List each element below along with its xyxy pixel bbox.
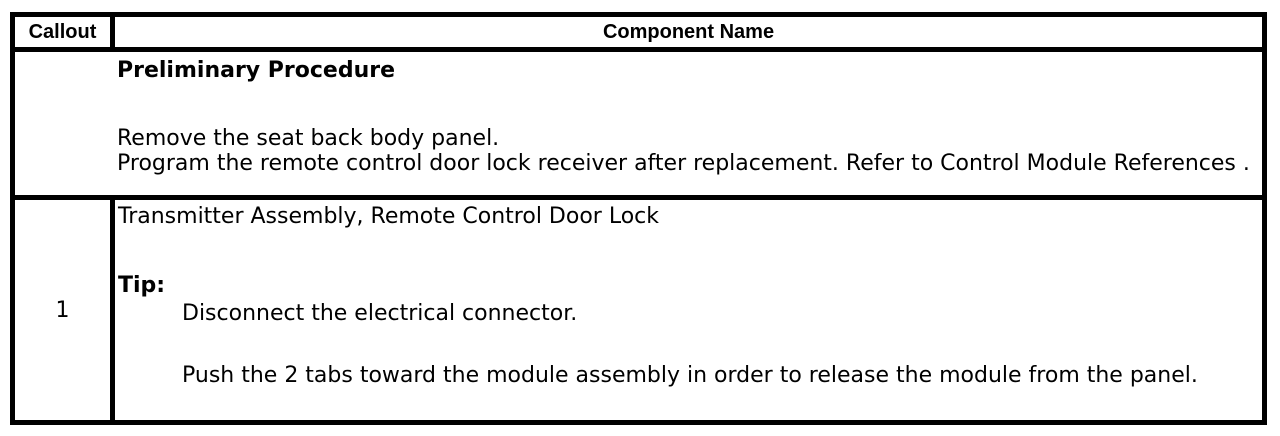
tip-label: Tip: xyxy=(118,273,166,298)
callout-column-header: Callout xyxy=(15,17,115,47)
component-description-cell: Transmitter Assembly, Remote Control Doo… xyxy=(115,200,1262,420)
table-header-row: Callout Component Name xyxy=(15,17,1262,52)
component-name-column-header: Component Name xyxy=(602,21,775,43)
preliminary-step: Program the remote control door lock rec… xyxy=(117,151,1250,176)
component-callout-table: Callout Component Name Preliminary Proce… xyxy=(10,12,1267,425)
callout-number-cell: 1 xyxy=(15,200,115,420)
preliminary-procedure-row: Preliminary Procedure Remove the seat ba… xyxy=(15,52,1262,200)
tip-step: Disconnect the electrical connector. xyxy=(182,301,578,326)
preliminary-step: Remove the seat back body panel. xyxy=(117,126,500,151)
table-row: 1 Transmitter Assembly, Remote Control D… xyxy=(15,200,1262,420)
component-name: Transmitter Assembly, Remote Control Doo… xyxy=(118,204,659,229)
tip-step: Push the 2 tabs toward the module assemb… xyxy=(182,363,1198,388)
preliminary-procedure-heading: Preliminary Procedure xyxy=(117,58,396,83)
